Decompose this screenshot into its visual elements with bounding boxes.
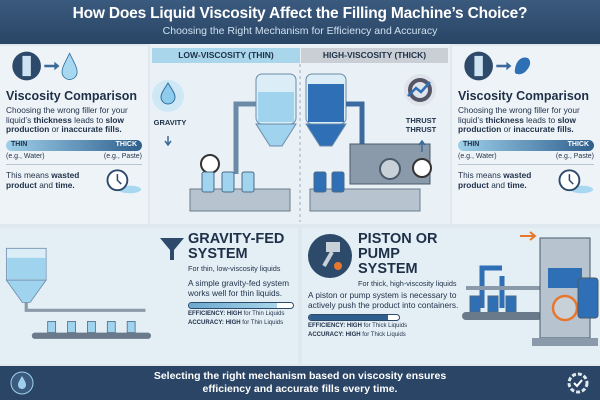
page-title: How Does Liquid Viscosity Affect the Fil… — [72, 5, 528, 22]
panel-text: Choosing the wrong filler for your liqui… — [6, 105, 128, 135]
waste-note: This means wasted product and time. — [458, 168, 594, 194]
thin-example: (e.g., Water) — [6, 152, 45, 160]
cylinder-to-drop-icon — [12, 51, 78, 81]
header: How Does Liquid Viscosity Affect the Fil… — [0, 0, 600, 44]
right-viscosity-panel: Viscosity Comparison Choosing the wrong … — [452, 46, 600, 224]
clock-spill-icon — [558, 169, 594, 194]
piston-description: A piston or pump system is necessary to … — [308, 290, 459, 310]
panel-title: Viscosity Comparison — [458, 89, 590, 103]
gravity-filler-illustration — [5, 247, 152, 339]
viscosity-comparison-illustration: LOW-VISCOSITY (THIN) HIGH-VISCOSITY (THI… — [150, 44, 450, 224]
footer-line-1: Selecting the right mechanism based on v… — [153, 370, 447, 382]
clock-spill-icon — [106, 169, 142, 194]
gravity-description: A simple gravity-fed system works well f… — [188, 278, 289, 298]
cylinder-to-blob-icon — [464, 51, 531, 81]
page-subtitle: Choosing the Right Mechanism for Efficie… — [162, 25, 438, 37]
left-viscosity-panel: Viscosity Comparison Choosing the wrong … — [0, 46, 148, 224]
piston-progress-bar — [308, 314, 400, 321]
gravity-accuracy: ACCURACY: HIGH for Thin Liquids — [188, 320, 284, 326]
gravity-progress-bar — [188, 302, 294, 309]
gravity-subtitle: For thin, low-viscosity liquids — [188, 264, 281, 273]
piston-pump-illustration — [462, 231, 599, 346]
waste-note: This means wasted product and time. — [6, 168, 142, 194]
panel-title: Viscosity Comparison — [6, 89, 138, 103]
thick-example: (e.g., Paste) — [555, 152, 594, 160]
piston-efficiency: EFFICIENCY: HIGH for Thick Liquids — [308, 323, 408, 329]
funnel-icon — [160, 238, 184, 260]
gravity-efficiency: EFFICIENCY: HIGH for Thin Liquids — [188, 311, 285, 317]
thin-example: (e.g., Water) — [458, 152, 497, 160]
piston-gear-icon — [308, 234, 352, 278]
gear-check-icon — [567, 372, 589, 394]
piston-accuracy: ACCURACY: HIGH for Thick Liquids — [308, 332, 406, 338]
water-drop-icon — [10, 371, 34, 395]
panel-text: Choosing the wrong filler for your liqui… — [458, 105, 580, 135]
high-viscosity-header: HIGH-VISCOSITY (THICK) — [301, 48, 448, 63]
footer-banner: Selecting the right mechanism based on v… — [0, 366, 600, 400]
thick-example: (e.g., Paste) — [103, 152, 142, 160]
gravity-label: GRAVITY — [153, 118, 187, 127]
machines-drawing — [152, 64, 436, 222]
piston-subtitle: For thick, high-viscosity liquids — [358, 279, 457, 288]
low-viscosity-header: LOW-VISCOSITY (THIN) — [152, 48, 300, 63]
footer-line-2: efficiency and accurate fills every time… — [202, 383, 398, 395]
